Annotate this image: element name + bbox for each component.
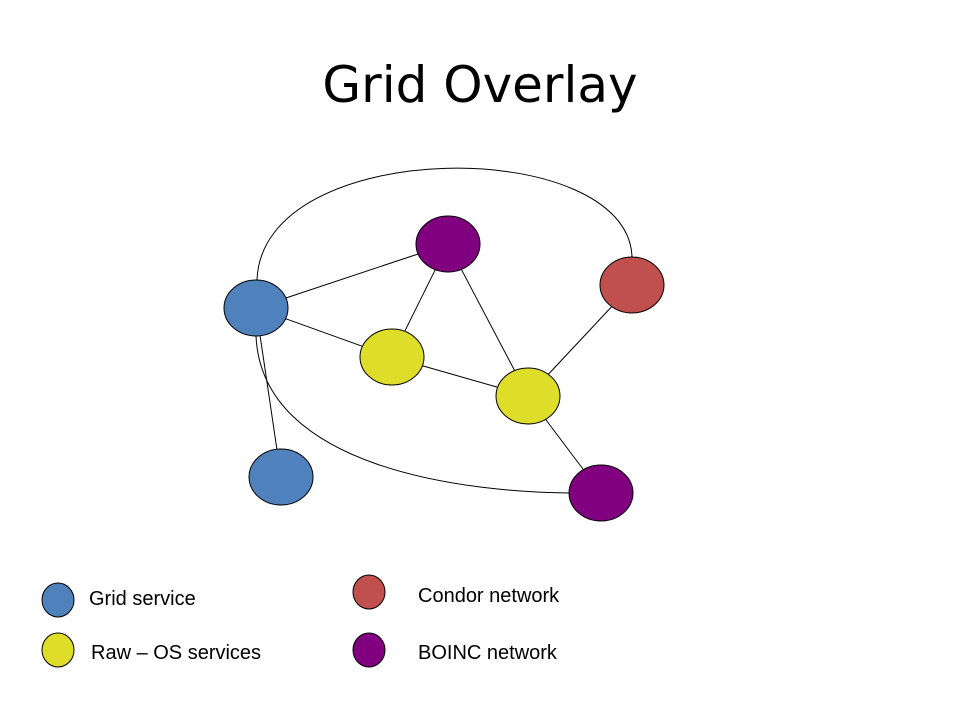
node-grid-2 (248, 448, 314, 506)
node-raw-1 (359, 328, 425, 386)
legend-marker-grid (41, 582, 75, 618)
nodes-layer (223, 215, 665, 522)
edge-raw-2-boinc-2 (545, 419, 584, 470)
legend-label-condor-network: Condor network (418, 585, 560, 607)
edge-boinc-1-raw-1 (404, 269, 436, 332)
legend-label-boinc-network: BOINC network (418, 642, 557, 664)
legend-marker-boinc (352, 632, 386, 668)
node-raw-2 (495, 367, 561, 425)
node-condor-1 (599, 256, 665, 314)
page-title: Grid Overlay (322, 56, 638, 114)
legend-marker-condor (352, 574, 386, 610)
legend-label-grid-service: Grid service (89, 588, 196, 610)
node-boinc-1 (415, 215, 481, 273)
edge-grid-1-grid-2 (259, 335, 278, 450)
node-boinc-2 (568, 464, 634, 522)
legend-marker-raw (41, 632, 75, 668)
edge-grid-1-boinc-2 (255, 335, 570, 494)
legend-markers (41, 574, 386, 668)
edge-raw-1-raw-2 (422, 365, 498, 388)
edge-grid-1-boinc-1 (285, 253, 419, 299)
edge-grid-1-raw-1 (285, 318, 363, 347)
edge-raw-2-condor-1 (547, 306, 613, 375)
legend-label-raw-os-services: Raw – OS services (91, 642, 262, 664)
edge-boinc-1-raw-2 (460, 269, 516, 371)
node-grid-1 (223, 279, 289, 337)
